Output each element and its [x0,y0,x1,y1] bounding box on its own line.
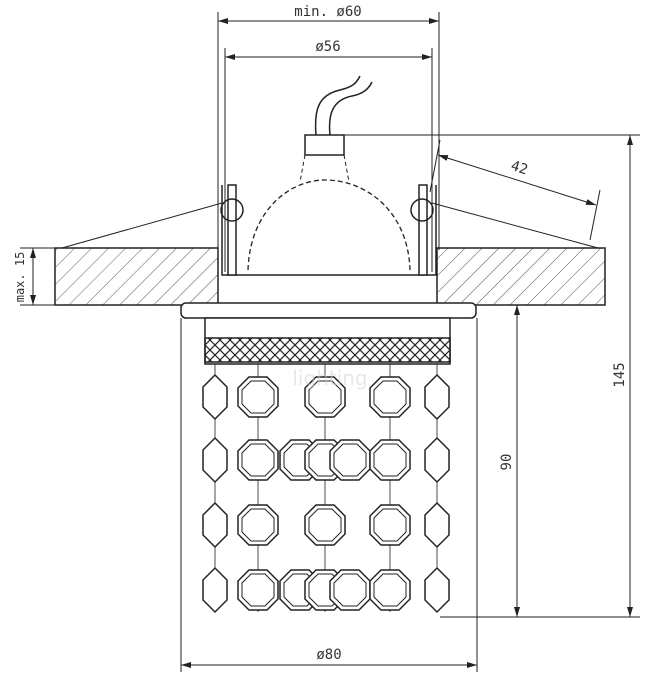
crystal [237,504,279,546]
crystal [424,567,450,613]
crystal [369,439,411,481]
crystal-height-label: 90 [499,454,515,471]
ceiling-section [54,247,606,306]
crystal [237,439,279,481]
dimension-depth [429,139,601,241]
watermark: lighting [292,366,367,390]
min-cutout-label: min. ø60 [294,4,361,20]
depth-label: 42 [509,158,530,178]
crystal [202,567,228,613]
bottom-diameter-label: ø80 [316,647,341,663]
crystal [202,502,228,548]
dimension-ceiling [20,247,55,306]
crystal [202,374,228,420]
total-height-label: 145 [612,362,628,387]
housing [61,184,599,365]
crystal [369,376,411,418]
crystal [369,504,411,546]
crystal [369,569,411,611]
crystal [237,569,279,611]
crystal [424,502,450,548]
crystal [237,376,279,418]
body-diameter-label: ø56 [315,39,340,55]
dimension-heights [180,135,640,672]
dimension-min-cutout [217,12,440,272]
crystal [202,437,228,483]
crystal [329,439,371,481]
crystal [424,374,450,420]
ceiling-label: max. 15 [13,252,27,303]
crystal [424,437,450,483]
crystal-strands [202,364,450,613]
lamp-socket [247,75,640,271]
crystal [329,569,371,611]
crystal [304,504,346,546]
